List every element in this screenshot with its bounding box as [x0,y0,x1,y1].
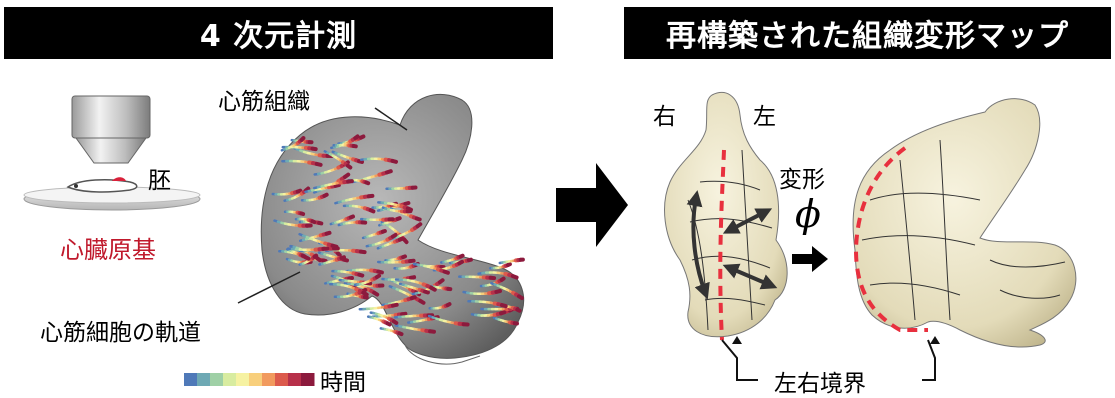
trajectory-segment [324,195,326,196]
trajectory-segment [319,223,321,224]
trajectory-segment [366,183,368,184]
trajectory-segment [403,256,405,257]
trajectory-segment [348,166,350,168]
trajectory-segment [323,248,327,249]
trajectory-segment [387,171,391,172]
time-label: 時間 [320,363,366,397]
colorbar-swatch [275,373,289,386]
trajectory-segment [459,262,462,263]
trajectory-segment [393,235,396,237]
colorbar-swatch [223,373,237,386]
colorbar-swatch [236,373,250,386]
trajectory-segment [383,231,385,232]
trajectory-segment [448,304,450,305]
trajectory-segment [517,310,519,311]
trajectory-segment [412,297,415,298]
trajectory-segment [351,217,353,218]
colorbar-swatch [249,373,263,386]
reconstructed-tissue-map [853,99,1076,347]
tissue-label: 心筋組織 [218,82,310,116]
trajectory-segment [306,257,309,258]
trajectory-label: 心筋細胞の軌道 [40,313,201,347]
trajectory-segment [502,305,506,306]
trajectory-segment [393,305,397,306]
trajectory-segment [359,275,362,276]
phi-symbol: ϕ [795,192,821,236]
trajectory-segment [400,239,402,240]
trajectory-segment [338,253,340,255]
colorbar-swatch [184,373,198,386]
boundary-pointer-left [732,336,742,344]
trajectory-segment [417,219,420,220]
trajectory-segment [508,264,510,265]
deformation-arrow [792,246,828,272]
trajectory-segment [461,256,463,257]
trajectory-segment [344,260,347,261]
trajectory-segment [425,292,428,293]
trajectory-segment [394,321,396,323]
colorbar-swatch [301,373,315,386]
trajectory-segment [404,240,406,243]
trajectory-segment [348,181,352,182]
boundary-pointer-right [930,336,940,344]
trajectory-segment [371,210,374,211]
trajectory-segment [374,293,377,295]
trajectory-segment [359,161,362,162]
trajectory-segment [361,252,365,253]
trajectory-segment [302,138,304,140]
deformation-label: 変形 [779,160,825,194]
trajectory-segment [513,276,517,277]
trajectory-segment [405,203,408,204]
trajectory-segment [313,221,315,222]
time-colorbar [184,373,315,386]
trajectory-segment [361,137,363,138]
colorbar-swatch [288,373,302,386]
boundary-bracket-left [722,340,758,380]
trajectory-segment [400,333,402,334]
colorbar-swatch [197,373,211,386]
left-side-label: 左 [753,97,776,131]
trajectory-segment [317,258,320,260]
trajectory-segment [303,256,305,257]
trajectory-segment [418,224,421,226]
trajectory-segment [398,218,400,219]
trajectory-segment [393,161,397,162]
embryo-icon [68,177,137,192]
trajectory-segment [378,272,382,273]
trajectory-segment [469,260,471,261]
trajectory-segment [502,279,504,280]
trajectory-segment [333,246,337,247]
trajectory-segment [445,272,448,273]
trajectory-segment [301,214,303,215]
process-arrow [556,163,628,247]
trajectory-segment [363,293,366,295]
microscope-objective-icon [72,96,150,163]
trajectory-segment [420,301,423,303]
colorbar-swatch [262,373,276,386]
trajectory-segment [388,323,390,324]
boundary-label: 左右境界 [774,364,866,398]
colorbar-swatch [210,373,224,386]
heart-primordium-label: 心臓原基 [60,230,156,265]
trajectory-segment [377,276,379,277]
embryo-label: 胚 [148,161,171,195]
trajectory-segment [336,185,339,186]
trajectory-segment [327,233,330,234]
boundary-bracket-right [922,340,935,380]
trajectory-segment [501,312,504,313]
right-side-label: 右 [653,97,676,131]
trajectory-segment [342,257,345,258]
trajectory-segment [315,256,316,257]
trajectory-segment [313,149,316,150]
trajectory-segment [496,291,500,292]
trajectory-segment [317,164,321,165]
trajectory-segment [519,296,522,298]
trajectory-segment [345,175,348,177]
trajectory-segment [431,288,435,290]
trajectory-segment [411,277,414,278]
trajectory-segment [355,136,357,138]
trajectory-segment [440,280,443,282]
trajectory-segment [298,191,301,192]
